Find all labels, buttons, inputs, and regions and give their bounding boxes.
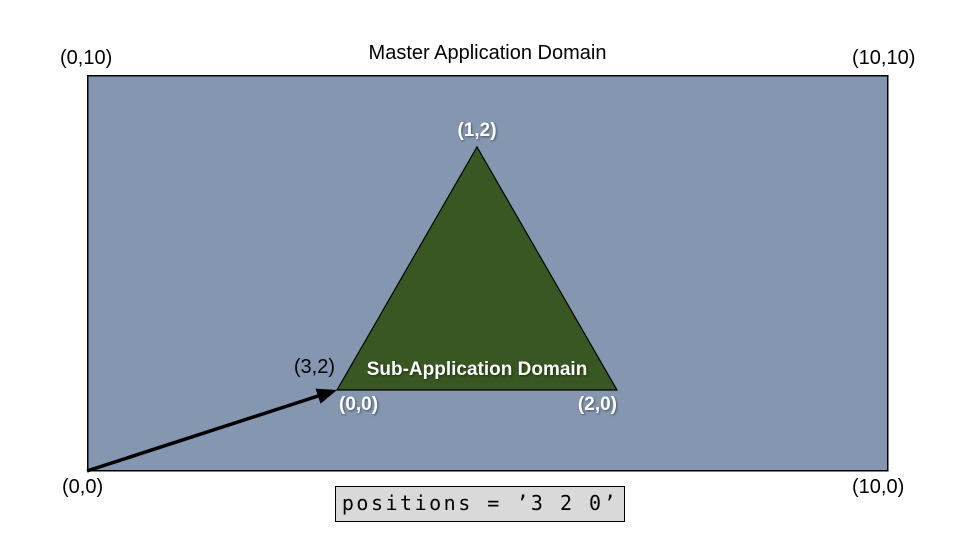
corner-label-bottom-right: (10,0) xyxy=(852,476,905,498)
sub-domain-label: Sub-Application Domain xyxy=(366,359,588,380)
sub-domain-vertex-origin-label: (0,0) xyxy=(339,394,379,415)
sub-domain-triangle xyxy=(335,145,619,391)
corner-label-bottom-left: (0,0) xyxy=(62,476,104,498)
master-domain-title: Master Application Domain xyxy=(368,42,607,64)
offset-arrow-line xyxy=(86,394,319,473)
positions-code-box: positions = ’3 2 0’ xyxy=(335,486,625,522)
sub-domain-vertex-apex-label: (1,2) xyxy=(457,120,497,141)
offset-label: (3,2) xyxy=(293,356,335,378)
positions-code-text: positions = ’3 2 0’ xyxy=(341,491,619,515)
offset-arrowhead-icon xyxy=(315,388,337,404)
corner-label-top-right: (10,10) xyxy=(852,47,916,69)
sub-domain-vertex-right-label: (2,0) xyxy=(577,394,617,415)
corner-label-top-left: (0,10) xyxy=(60,47,113,69)
